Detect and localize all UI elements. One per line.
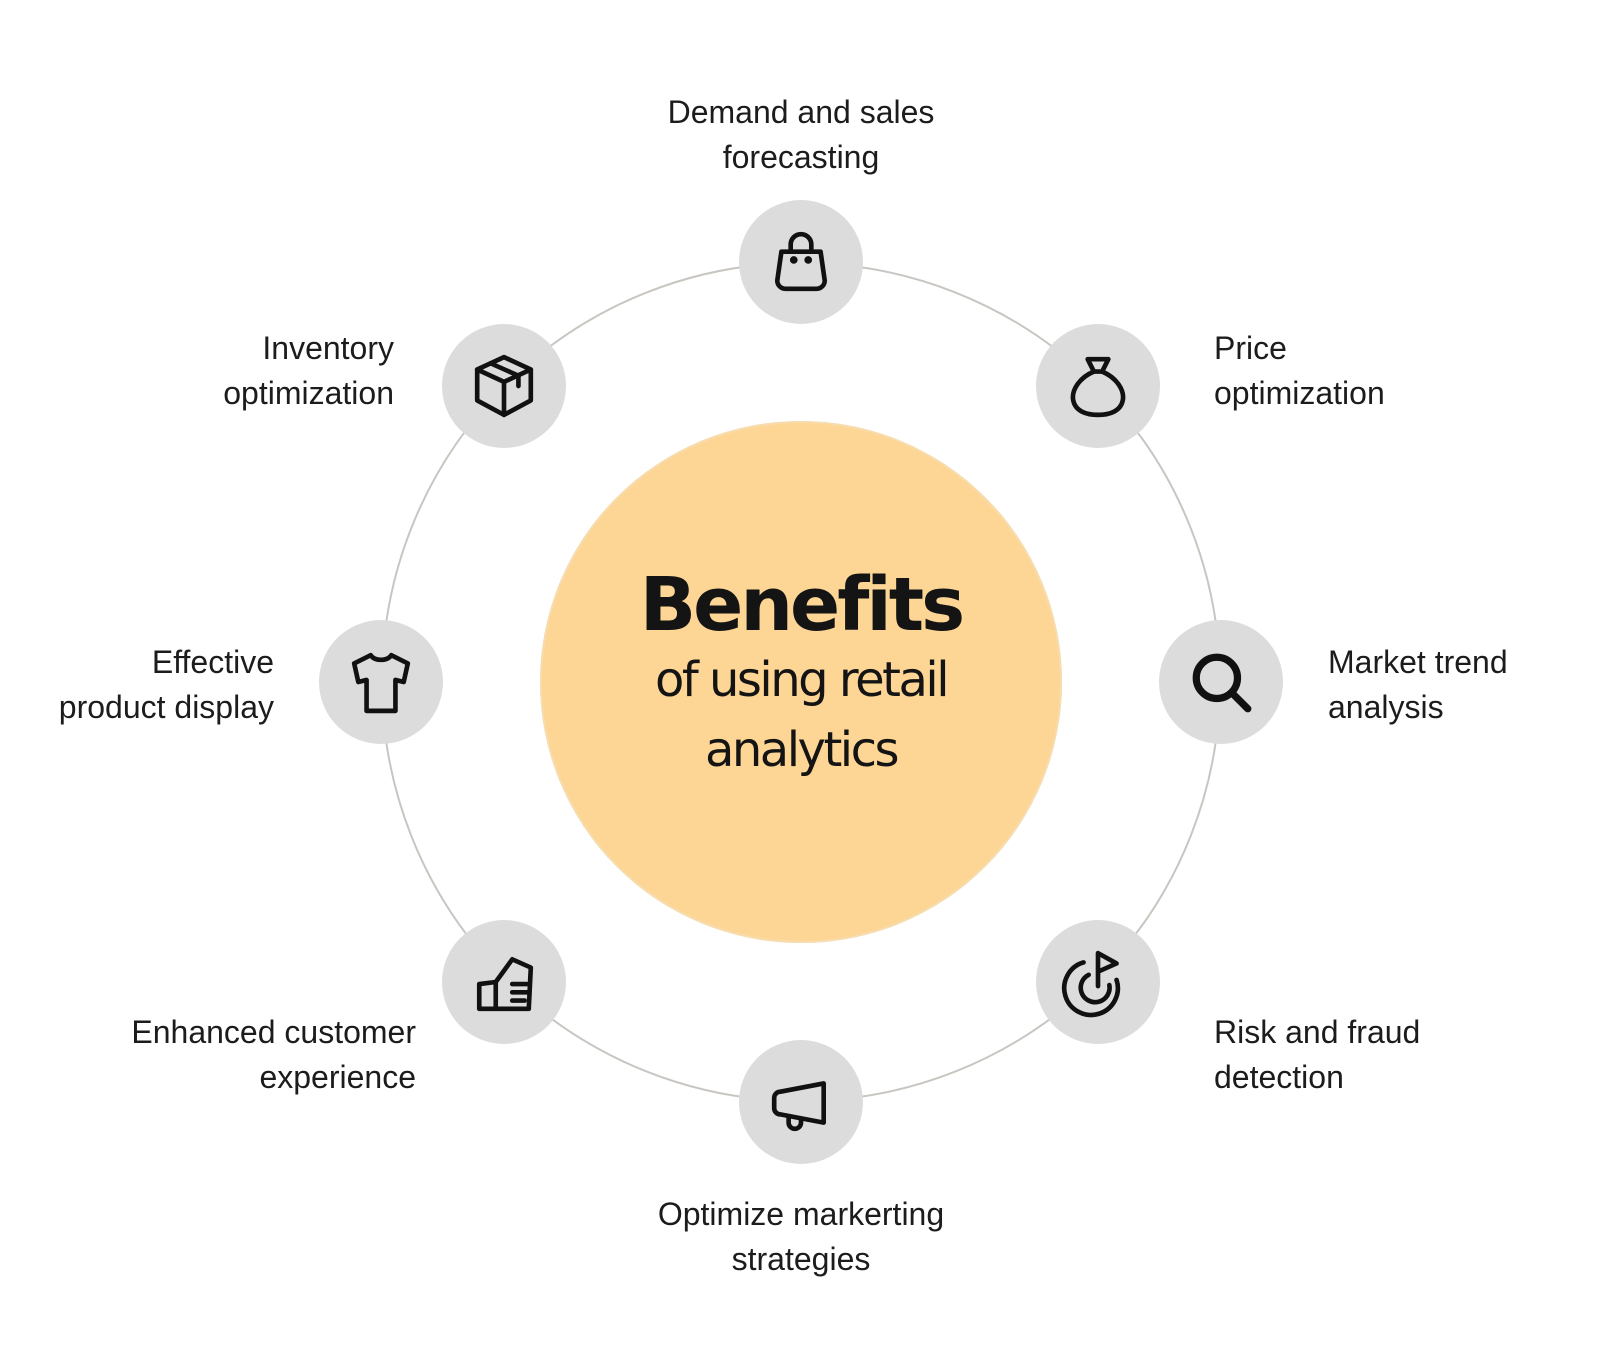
benefit-node-inventory (442, 324, 566, 448)
package-box-icon (474, 354, 534, 418)
hand-card-icon (476, 956, 534, 1012)
benefit-label-marketing: Optimize markerting strategies (657, 1196, 945, 1277)
benefit-node-product-display (319, 620, 443, 744)
magnifier-icon (1192, 653, 1252, 713)
center-title: Benefits (639, 562, 965, 648)
benefit-label-price-optimization: Price optimization (1214, 330, 1385, 411)
benefit-label-customer-experience: Enhanced customer experience (131, 1014, 416, 1095)
benefit-node-marketing (739, 1040, 863, 1164)
shopping-bag-icon (774, 231, 828, 292)
benefit-label-risk-fraud: Risk and fraud detection (1214, 1014, 1421, 1095)
benefit-node-customer-experience (442, 920, 566, 1044)
benefit-node-demand-forecasting (739, 200, 863, 324)
t-shirt-icon (351, 652, 411, 714)
money-bag-icon (1070, 356, 1126, 418)
benefit-node-market-trend (1159, 620, 1283, 744)
center-circle: Benefits of using retail analytics (540, 421, 1062, 943)
target-flag-icon (1061, 950, 1121, 1018)
benefit-node-risk-fraud (1036, 920, 1160, 1044)
megaphone-icon (771, 1081, 827, 1132)
benefit-label-demand-forecasting: Demand and sales forecasting (667, 94, 935, 175)
center-subtitle: of using retail analytics (654, 652, 950, 778)
benefit-label-inventory: Inventory optimization (223, 330, 394, 411)
benefit-label-market-trend: Market trend analysis (1328, 644, 1508, 725)
benefit-node-price-optimization (1036, 324, 1160, 448)
benefit-label-product-display: Effective product display (58, 644, 274, 725)
